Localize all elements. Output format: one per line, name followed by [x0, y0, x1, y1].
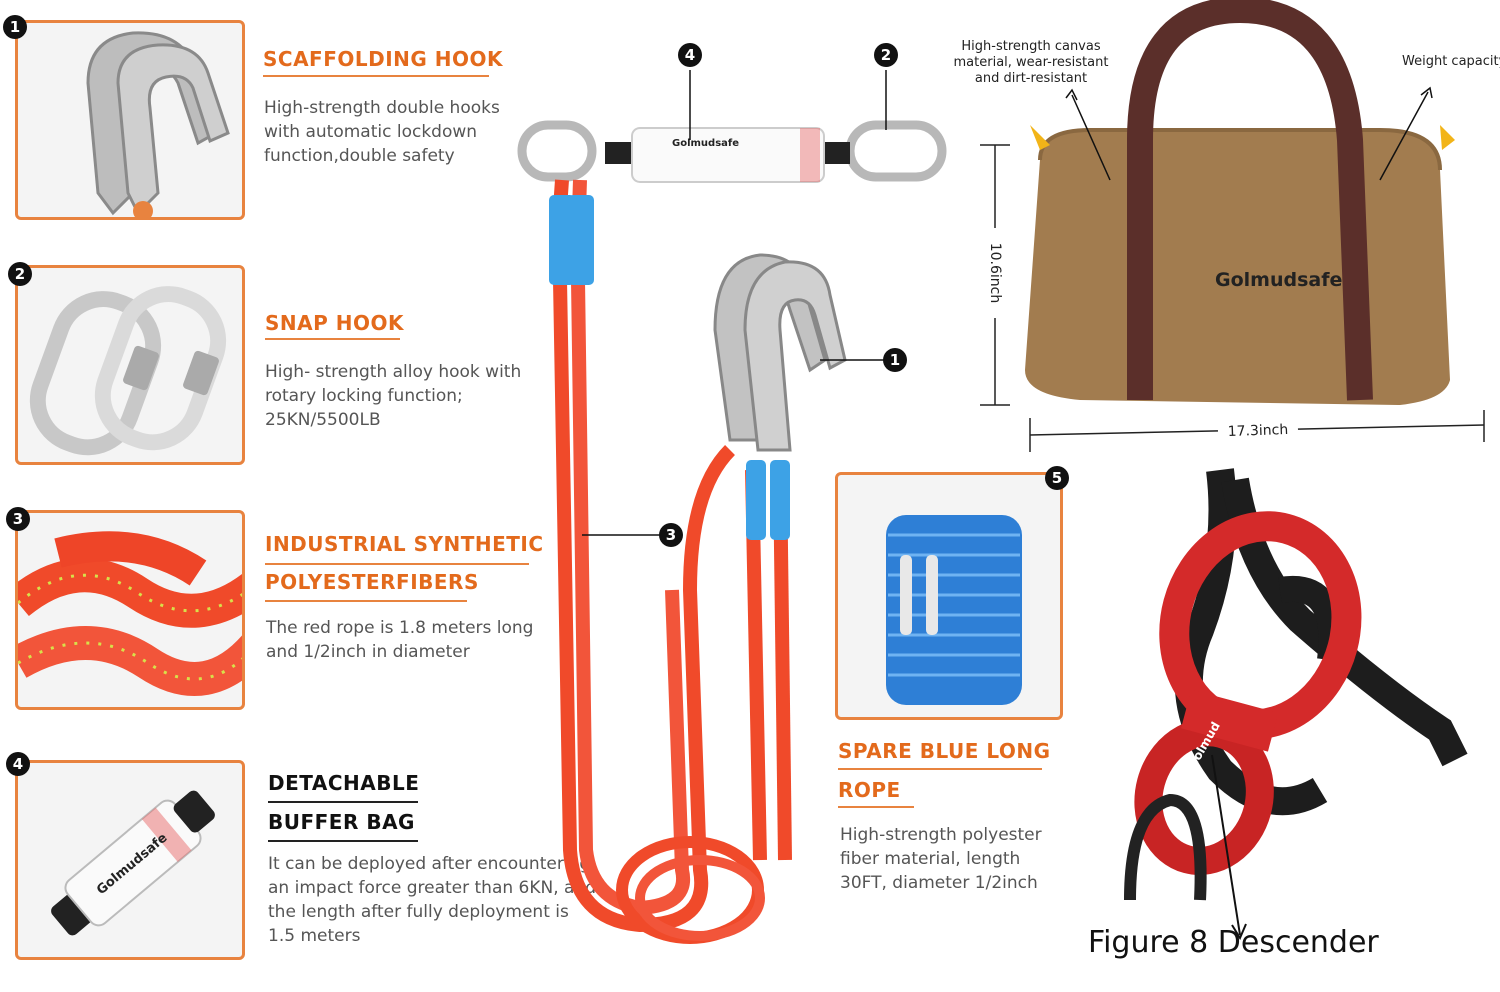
- item1-description: High-strength double hooks with automati…: [264, 98, 500, 166]
- item4-underline-2: [268, 840, 418, 842]
- item2-title: SNAP HOOK: [265, 311, 404, 335]
- item3-underline-1: [265, 563, 529, 565]
- canvas-bag-icon: Golmudsafe: [980, 0, 1485, 452]
- badge-1: 1: [3, 15, 27, 39]
- right-scaffolding-hook-icon: [743, 260, 847, 452]
- lanyard-callout-3: 3: [659, 523, 683, 547]
- bag-width-label: 17.3inch: [1217, 421, 1299, 441]
- item5-title-line1: SPARE BLUE LONG: [838, 739, 1051, 763]
- item2-underline: [265, 338, 400, 340]
- item5-underline-2: [838, 806, 914, 808]
- lanyard-callout-2: 2: [874, 43, 898, 67]
- item1-underline: [263, 75, 489, 77]
- lanyard-brand: Golmudsafe: [672, 138, 739, 149]
- item5-description: High-strength polyester fiber material, …: [840, 825, 1042, 893]
- bag-note-left: High-strength canvas material, wear-resi…: [950, 39, 1112, 87]
- blue-rope-frame: [835, 472, 1063, 720]
- item5-title-line2: ROPE: [838, 778, 901, 802]
- buffer-bag-body: [631, 127, 825, 183]
- item4-title-line2: BUFFER BAG: [268, 810, 415, 834]
- bag-note-right: Weight capacity: [1402, 54, 1500, 70]
- figure8-descender-icon: Golmud: [1124, 468, 1468, 941]
- badge-3: 3: [6, 507, 30, 531]
- badge-4: 4: [6, 752, 30, 776]
- item3-title-line2: POLYESTERFIBERS: [265, 570, 479, 594]
- lanyard-illustration: Golmudsafe: [517, 70, 947, 944]
- item5-underline-1: [838, 768, 1042, 770]
- snap-hook-icon: [29, 286, 227, 456]
- buffer-bag-icon: Golmudsafe: [51, 790, 215, 936]
- item1-title: SCAFFOLDING HOOK: [263, 47, 504, 71]
- buffer-bag-frame: Golmudsafe: [15, 760, 245, 960]
- descender-caption: Figure 8 Descender: [1088, 925, 1379, 960]
- snap-hook-frame: [15, 265, 245, 465]
- scaffolding-hook-frame: [15, 20, 245, 220]
- item4-underline-1: [268, 801, 418, 803]
- badge-5: 5: [1045, 466, 1069, 490]
- item3-underline-2: [265, 600, 467, 602]
- lanyard-callout-1: 1: [883, 348, 907, 372]
- right-snap-hook-icon: [845, 120, 947, 182]
- bag-height-label: 10.6inch: [987, 228, 1003, 318]
- scaffolding-hook-icon: [86, 31, 230, 217]
- item3-description: The red rope is 1.8 meters long and 1/2i…: [266, 618, 534, 662]
- bag-brand: Golmudsafe: [1215, 269, 1342, 291]
- lanyard-callout-4: 4: [678, 43, 702, 67]
- badge-2: 2: [8, 262, 32, 286]
- blue-rope-icon: [886, 515, 1022, 705]
- red-rope-icon: [18, 531, 242, 696]
- item4-title-line1: DETACHABLE: [268, 771, 420, 795]
- red-rope-frame: [15, 510, 245, 710]
- item2-description: High- strength alloy hook with rotary lo…: [265, 362, 522, 430]
- left-snap-hook-icon: [517, 120, 597, 182]
- item3-title-line1: INDUSTRIAL SYNTHETIC: [265, 532, 544, 556]
- item4-description: It can be deployed after encountering an…: [268, 854, 597, 946]
